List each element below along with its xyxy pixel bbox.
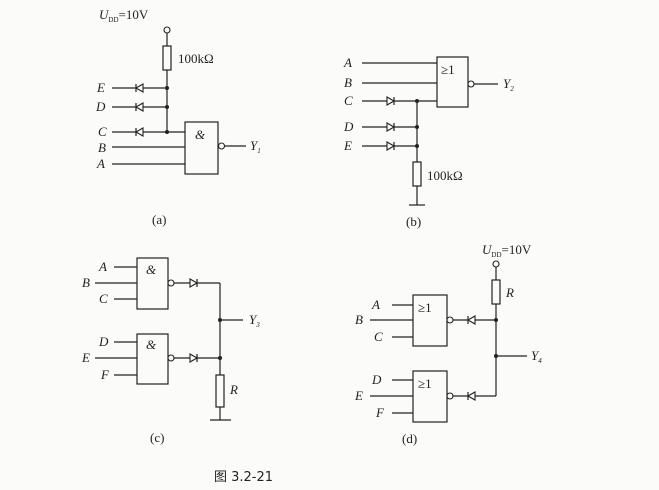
output-label: Y2 bbox=[503, 76, 514, 93]
nor-gate bbox=[436, 56, 469, 108]
output-label: Y4 bbox=[531, 348, 542, 365]
input-label: B bbox=[344, 75, 352, 90]
input-label: F bbox=[100, 367, 110, 382]
supply-terminal bbox=[492, 260, 500, 268]
nand-gate bbox=[136, 333, 169, 385]
gate-symbol: & bbox=[195, 127, 206, 142]
resistor-label: 100kΩ bbox=[178, 51, 214, 66]
input-label: B bbox=[355, 312, 363, 327]
diode-icon bbox=[134, 102, 144, 112]
output-label: Y1 bbox=[250, 138, 261, 155]
diode-icon bbox=[386, 96, 396, 106]
nor-gate bbox=[412, 294, 448, 347]
resistor-label: R bbox=[505, 285, 514, 300]
subfigure-label: (a) bbox=[152, 212, 166, 227]
input-label: D bbox=[98, 334, 109, 349]
gate-symbol: ≥1 bbox=[418, 300, 432, 315]
nand-gate bbox=[136, 257, 169, 310]
nor-gate bbox=[412, 370, 448, 423]
resistor bbox=[412, 161, 422, 187]
circuit-c: A B C & D E F & Y3 R (c) bbox=[81, 257, 260, 445]
input-label: A bbox=[343, 55, 352, 70]
input-label: A bbox=[98, 259, 107, 274]
resistor bbox=[491, 279, 501, 305]
subfigure-label: (b) bbox=[406, 214, 421, 229]
circuit-b: A B C D E 100kΩ ≥1 Y2 (b) bbox=[343, 55, 514, 229]
input-label: C bbox=[99, 291, 108, 306]
gate-symbol: ≥1 bbox=[418, 376, 432, 391]
diode-icon bbox=[134, 83, 144, 93]
input-label: E bbox=[96, 80, 105, 95]
resistor bbox=[162, 45, 172, 71]
subfigure-label: (c) bbox=[150, 430, 164, 445]
supply-terminal bbox=[163, 26, 171, 34]
input-label: E bbox=[343, 138, 352, 153]
figure-caption: 图 3.2-21 bbox=[214, 470, 273, 485]
input-label: F bbox=[375, 405, 385, 420]
input-label: D bbox=[371, 372, 382, 387]
diode-icon bbox=[466, 391, 476, 401]
input-label: B bbox=[98, 140, 106, 155]
resistor bbox=[215, 374, 225, 408]
supply-label-a: UDD=10V bbox=[99, 7, 149, 24]
input-label: C bbox=[98, 124, 107, 139]
subfigure-label: (d) bbox=[402, 431, 417, 446]
diode-icon bbox=[466, 315, 476, 325]
supply-label-d: UDD=10V bbox=[482, 242, 532, 259]
input-label: C bbox=[344, 93, 353, 108]
circuit-d: UDD=10V R A B C ≥1 D E F ≥1 Y4 (d) bbox=[354, 242, 542, 446]
input-label: D bbox=[95, 99, 106, 114]
resistor-label: R bbox=[229, 382, 238, 397]
output-label: Y3 bbox=[249, 312, 260, 329]
gate-symbol: & bbox=[146, 262, 157, 277]
input-label: A bbox=[96, 156, 105, 171]
input-label: B bbox=[82, 275, 90, 290]
resistor-label: 100kΩ bbox=[427, 168, 463, 183]
nand-gate bbox=[184, 121, 219, 175]
input-label: D bbox=[343, 119, 354, 134]
gate-symbol: & bbox=[146, 337, 157, 352]
input-label: E bbox=[354, 388, 363, 403]
diode-icon bbox=[386, 141, 396, 151]
input-label: E bbox=[81, 350, 90, 365]
diode-icon bbox=[386, 122, 396, 132]
diode-icon bbox=[189, 353, 199, 363]
diode-icon bbox=[134, 127, 144, 137]
diode-icon bbox=[189, 278, 199, 288]
gate-symbol: ≥1 bbox=[441, 62, 455, 77]
input-label: A bbox=[371, 297, 380, 312]
input-label: C bbox=[374, 329, 383, 344]
circuit-a: UDD=10V 100kΩ E D C B A & Y1 (a) bbox=[95, 7, 261, 227]
